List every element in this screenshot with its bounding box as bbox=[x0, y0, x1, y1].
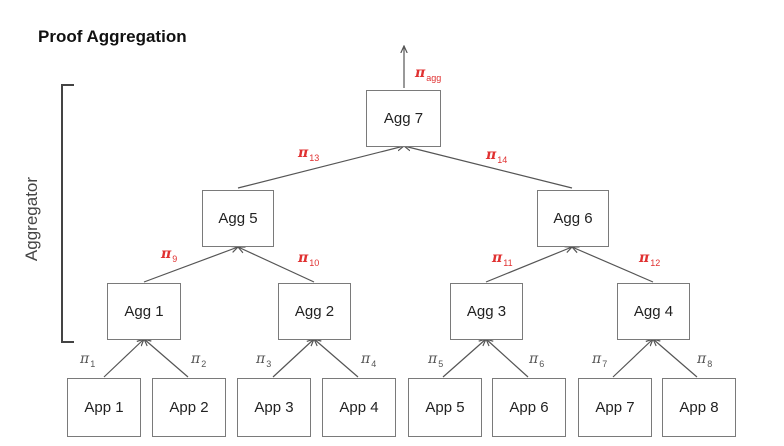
proof-subscript: 10 bbox=[309, 258, 320, 268]
proof-label-6: π6 bbox=[529, 352, 544, 371]
proof-label-11: π11 bbox=[492, 251, 513, 270]
proof-subscript: 4 bbox=[371, 359, 377, 369]
proof-subscript: 2 bbox=[201, 359, 207, 369]
edge-agg1-agg5 bbox=[143, 247, 238, 283]
proof-subscript: 13 bbox=[309, 153, 320, 163]
pi-symbol: π bbox=[298, 250, 309, 266]
node-agg3: Agg 3 bbox=[450, 283, 523, 340]
proof-label-7: π7 bbox=[592, 352, 607, 371]
pi-symbol: π bbox=[492, 250, 503, 266]
proof-label-8: π8 bbox=[697, 352, 712, 371]
proof-label-5: π5 bbox=[428, 352, 443, 371]
proof-subscript: 5 bbox=[438, 359, 444, 369]
pi-symbol: π bbox=[486, 147, 497, 163]
pi-symbol: π bbox=[191, 351, 201, 367]
edge-agg6-agg7 bbox=[404, 146, 573, 189]
node-agg2: Agg 2 bbox=[278, 283, 351, 340]
pi-symbol: π bbox=[298, 145, 309, 161]
edge-app2-agg1 bbox=[144, 339, 189, 378]
proof-subscript: 11 bbox=[503, 258, 513, 268]
proof-subscript: 8 bbox=[707, 359, 713, 369]
proof-label-4: π4 bbox=[361, 352, 376, 371]
aggregator-label: Aggregator bbox=[22, 176, 41, 262]
edge-agg2-agg5 bbox=[238, 247, 315, 283]
edge-app8-agg4 bbox=[653, 339, 698, 378]
node-app4: App 4 bbox=[322, 378, 396, 437]
node-agg1: Agg 1 bbox=[107, 283, 181, 340]
node-app1: App 1 bbox=[67, 378, 141, 437]
pi-symbol: π bbox=[415, 65, 426, 81]
edge-app5-agg3 bbox=[442, 339, 486, 378]
edge-app7-agg4 bbox=[612, 339, 653, 378]
proof-subscript: 9 bbox=[172, 254, 178, 264]
edge-app4-agg2 bbox=[314, 339, 359, 378]
diagram-title: Proof Aggregation bbox=[38, 27, 187, 46]
edge-agg4-agg6 bbox=[572, 247, 654, 283]
edge-agg3-agg6 bbox=[485, 247, 572, 283]
node-agg5: Agg 5 bbox=[202, 190, 274, 247]
pi-symbol: π bbox=[361, 351, 371, 367]
edge-agg5-agg7 bbox=[237, 146, 404, 189]
proof-label-14: π14 bbox=[486, 148, 507, 167]
proof-label-12: π12 bbox=[639, 251, 660, 270]
proof-subscript: 6 bbox=[539, 359, 545, 369]
proof-label-9: π9 bbox=[161, 247, 177, 266]
pi-symbol: π bbox=[697, 351, 707, 367]
pi-symbol: π bbox=[428, 351, 438, 367]
pi-symbol: π bbox=[639, 250, 650, 266]
proof-label-13: π13 bbox=[298, 146, 319, 165]
pi-symbol: π bbox=[592, 351, 602, 367]
node-app8: App 8 bbox=[662, 378, 736, 437]
node-app2: App 2 bbox=[152, 378, 226, 437]
proof-subscript: 1 bbox=[90, 359, 96, 369]
proof-label-3: π3 bbox=[256, 352, 271, 371]
pi-symbol: π bbox=[80, 351, 90, 367]
proof-subscript: 3 bbox=[266, 359, 272, 369]
proof-subscript: 7 bbox=[602, 359, 608, 369]
proof-label-agg: πagg bbox=[415, 66, 441, 85]
pi-symbol: π bbox=[161, 246, 172, 262]
proof-subscript: 14 bbox=[497, 155, 508, 165]
proof-label-1: π1 bbox=[80, 352, 95, 371]
node-agg6: Agg 6 bbox=[537, 190, 609, 247]
proof-subscript: 12 bbox=[650, 258, 661, 268]
node-app5: App 5 bbox=[408, 378, 482, 437]
edge-app6-agg3 bbox=[486, 339, 529, 378]
aggregator-bracket bbox=[61, 84, 74, 343]
node-agg4: Agg 4 bbox=[617, 283, 690, 340]
proof-subscript: agg bbox=[426, 73, 442, 83]
edge-app3-agg2 bbox=[272, 339, 314, 378]
node-app3: App 3 bbox=[237, 378, 311, 437]
node-app6: App 6 bbox=[492, 378, 566, 437]
proof-label-2: π2 bbox=[191, 352, 206, 371]
pi-symbol: π bbox=[529, 351, 539, 367]
proof-label-10: π10 bbox=[298, 251, 319, 270]
pi-symbol: π bbox=[256, 351, 266, 367]
node-app7: App 7 bbox=[578, 378, 652, 437]
edge-app1-agg1 bbox=[103, 339, 144, 378]
node-agg7: Agg 7 bbox=[366, 90, 441, 147]
